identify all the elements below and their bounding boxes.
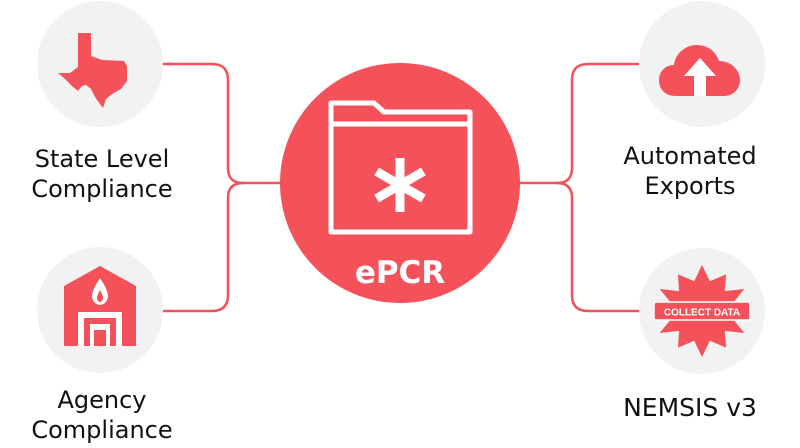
label-nemsis-v3: NEMSIS v3 [590, 393, 790, 423]
label-agency-compliance: Agency Compliance [4, 385, 200, 445]
label-state-level-compliance: State Level Compliance [4, 144, 200, 204]
label-line: State Level [34, 145, 170, 173]
label-line: Agency [57, 386, 147, 414]
node-nemsis: COLLECT DATA [639, 248, 765, 374]
connector-auto [510, 62, 640, 185]
label-line: Exports [644, 172, 736, 200]
texas-map-icon [58, 33, 127, 108]
label-line: Automated [623, 142, 757, 170]
cloud-upload-icon [659, 45, 740, 96]
collect-data-badge-icon: COLLECT DATA [653, 265, 751, 357]
label-line: Compliance [31, 175, 173, 203]
node-automated [639, 1, 765, 127]
label-line: NEMSIS v3 [623, 393, 757, 422]
connector-agency [162, 181, 244, 313]
label-line: Compliance [31, 416, 173, 444]
label-automated-exports: Automated Exports [590, 141, 790, 201]
asterisk-icon [374, 158, 426, 212]
medical-folder-icon [328, 100, 473, 235]
center-label: ePCR [355, 255, 445, 291]
fire-station-icon [64, 266, 136, 346]
collect-data-badge-text: COLLECT DATA [664, 308, 740, 319]
connectors [162, 62, 640, 313]
connector-state [162, 62, 290, 185]
connector-nemsis [556, 181, 640, 313]
center-epcr-node: ePCR [280, 63, 520, 303]
node-state-level [37, 1, 163, 127]
node-agency [37, 247, 163, 373]
